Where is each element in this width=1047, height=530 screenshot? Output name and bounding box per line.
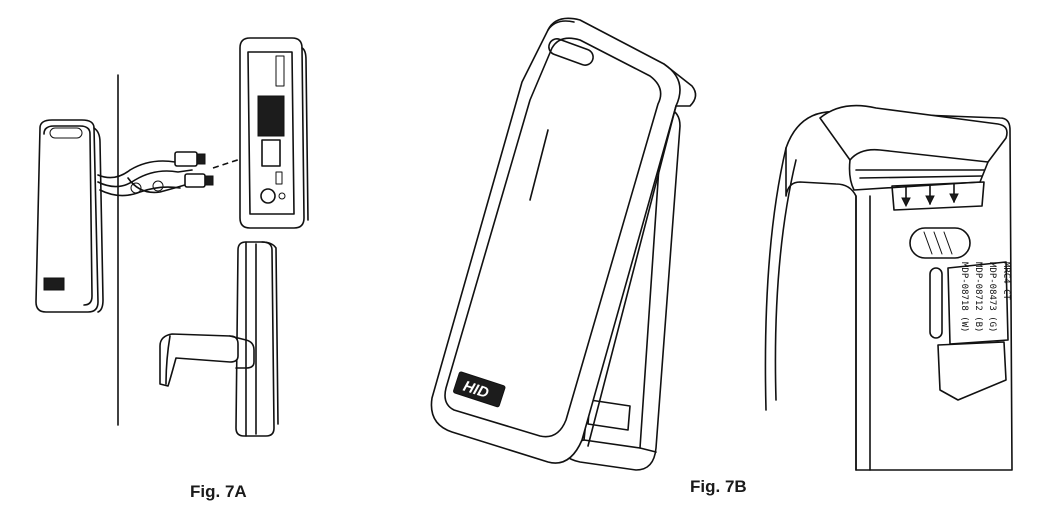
fig-7a-illustration	[35, 37, 309, 437]
figure-caption-7a: Fig. 7A	[190, 482, 247, 501]
reader-front-view	[35, 119, 104, 313]
figure-caption-7b: Fig. 7B	[690, 477, 747, 496]
product-label-line3: MDP-08712 (B)	[973, 262, 983, 332]
door-lever-escutcheon	[159, 241, 279, 437]
cable-harness	[97, 151, 214, 197]
mounting-backplate	[239, 37, 309, 229]
fig-7b-exploded-view: HID	[430, 17, 697, 471]
reader-logo-badge: HID	[453, 371, 506, 408]
fig-7b-closeup: MRC4 CT MDP-08473 (G) MDP-08712 (B) MDP-…	[764, 104, 1013, 471]
product-label-line2: MDP-08473 (G)	[987, 262, 997, 332]
product-label-line4: MDP-08718 (W)	[959, 262, 969, 332]
